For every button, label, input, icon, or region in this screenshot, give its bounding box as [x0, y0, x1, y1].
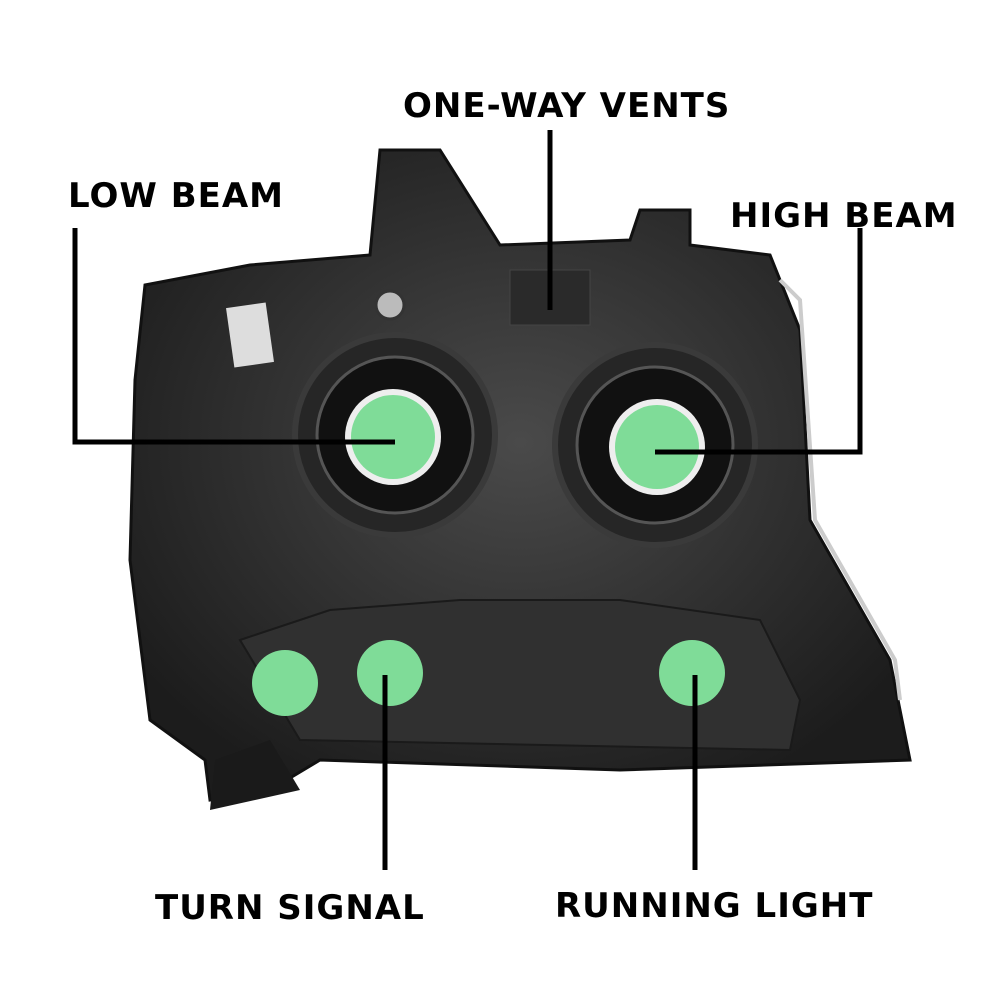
turn-signal-outer-highlight	[252, 650, 318, 716]
turn-signal-label: TURN SIGNAL	[155, 888, 425, 928]
low-beam-label: LOW BEAM	[68, 176, 284, 216]
high-beam-label: HIGH BEAM	[730, 196, 958, 236]
lens-edge	[778, 278, 902, 701]
low-beam-leader	[72, 228, 395, 445]
low-beam-highlight	[351, 395, 435, 479]
turn-signal-highlight	[357, 640, 423, 706]
running-light-highlight	[659, 640, 725, 706]
one-way-vents-label: ONE-WAY VENTS	[403, 86, 731, 126]
lower-panel	[238, 599, 802, 752]
adjuster-bolt	[374, 289, 406, 321]
high-beam-leader	[655, 228, 863, 455]
mounting-bracket	[210, 740, 300, 810]
label-sticker	[226, 302, 274, 368]
high-beam-highlight	[615, 405, 699, 489]
running-light-label: RUNNING LIGHT	[555, 886, 874, 926]
